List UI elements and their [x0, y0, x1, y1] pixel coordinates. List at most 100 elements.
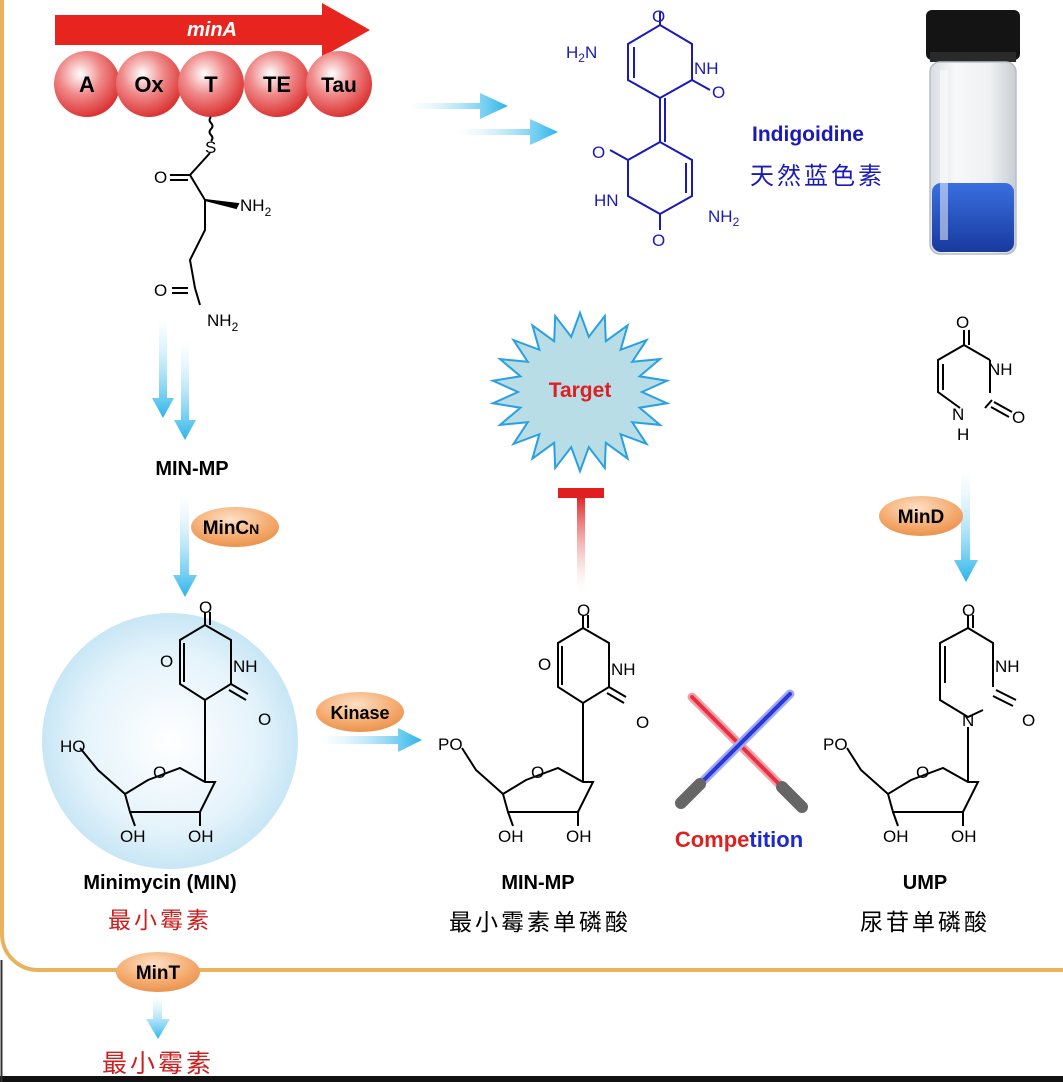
svg-text:NH2: NH2: [708, 207, 740, 229]
svg-text:NH: NH: [995, 657, 1020, 676]
svg-text:MinD: MinD: [898, 507, 944, 528]
svg-text:O: O: [592, 143, 605, 162]
svg-text:MinCN: MinCN: [203, 518, 260, 539]
svg-text:O: O: [258, 710, 271, 729]
svg-text:NH: NH: [694, 59, 719, 78]
svg-text:O: O: [153, 763, 166, 782]
minimycin-structure: [79, 612, 249, 827]
svg-text:O: O: [916, 763, 929, 782]
bottom-label-cn: 最小霉素: [102, 1049, 214, 1078]
uracil-atoms: O NH O N H: [952, 313, 1025, 444]
nh2-alpha: NH2: [240, 196, 272, 219]
gene-name: minA: [187, 19, 237, 41]
svg-text:NH: NH: [233, 657, 258, 676]
indigoidine-name: Indigoidine: [752, 123, 864, 146]
vial-image: [926, 10, 1020, 255]
svg-text:N: N: [952, 405, 964, 424]
minmp-top-label: MIN-MP: [155, 458, 228, 480]
svg-text:O: O: [160, 652, 173, 671]
svg-text:OH: OH: [566, 827, 592, 846]
glutamine-thioester: [170, 116, 240, 306]
svg-text:OH: OH: [951, 827, 977, 846]
svg-text:N: N: [962, 711, 974, 730]
svg-text:NH: NH: [611, 660, 636, 679]
target-label: Target: [549, 379, 612, 402]
mind-enzyme: MinD: [879, 496, 963, 536]
indigoidine-name-cn: 天然蓝色素: [750, 162, 885, 190]
svg-text:O: O: [956, 313, 969, 332]
domain-label-te: TE: [263, 72, 291, 97]
ump-label: UMP: [903, 872, 947, 894]
mint-enzyme: MinT: [116, 952, 200, 992]
minmp-label-cn: 最小霉素单磷酸: [449, 910, 631, 936]
competition-label: Competition: [675, 827, 803, 852]
arrow-to-min: [173, 495, 197, 597]
nh2-amide: NH2: [207, 311, 239, 334]
domain-label-a: A: [79, 72, 95, 97]
ump-atoms: O NH O N PO O OH OH: [823, 601, 1035, 846]
arrows-to-minmp: [152, 318, 196, 440]
svg-text:O: O: [636, 713, 649, 732]
minimycin-label: Minimycin (MIN): [83, 872, 236, 894]
s-atom: S: [205, 138, 216, 157]
svg-text:O: O: [712, 83, 725, 102]
svg-text:O: O: [1022, 711, 1035, 730]
svg-text:O: O: [652, 231, 665, 250]
svg-text:OH: OH: [120, 827, 146, 846]
minimycin-highlight: [42, 613, 298, 869]
nrps-domains: A Ox T TE Tau: [54, 51, 372, 117]
minmp-label: MIN-MP: [501, 872, 574, 894]
arrow-export: [146, 995, 170, 1039]
ump-label-cn: 尿苷单磷酸: [860, 910, 990, 936]
svg-text:H: H: [957, 425, 969, 444]
svg-text:OH: OH: [188, 827, 214, 846]
domain-te: [244, 51, 310, 117]
minimycin-atoms: O O NH O HO O OH OH: [60, 598, 271, 846]
svg-text:HN: HN: [594, 191, 619, 210]
svg-text:MinT: MinT: [136, 963, 181, 984]
target-starburst: [489, 309, 671, 475]
domain-t: [178, 51, 244, 117]
svg-text:H2N: H2N: [566, 43, 597, 65]
arrows-to-indigoidine: [408, 93, 558, 145]
svg-text:O: O: [577, 601, 590, 620]
minmp-atoms: O O NH O PO O OH OH: [438, 601, 649, 846]
svg-text:O: O: [538, 655, 551, 674]
svg-text:HO: HO: [60, 737, 86, 756]
svg-text:Kinase: Kinase: [330, 703, 389, 723]
arrow-to-minmp: [318, 728, 422, 752]
o-carbonyl: O: [154, 168, 167, 187]
domain-label-ox: Ox: [134, 72, 164, 97]
domain-label-tau: Tau: [321, 74, 357, 97]
svg-text:PO: PO: [438, 735, 463, 754]
minmp-structure: [461, 615, 627, 827]
indigoidine-structure: [609, 12, 711, 230]
gene-arrow: minA: [55, 3, 370, 57]
domain-ox: [116, 51, 182, 117]
domain-tau: [306, 51, 372, 117]
indigoidine-atoms: O NH O H2N O HN O NH2: [566, 7, 740, 250]
svg-text:NH: NH: [988, 360, 1013, 379]
svg-text:O: O: [1012, 408, 1025, 427]
bottom-bar: [0, 1076, 1063, 1082]
lightsabers-icon: [675, 689, 808, 813]
domain-a: [54, 51, 120, 117]
svg-text:PO: PO: [823, 735, 848, 754]
svg-text:OH: OH: [883, 827, 909, 846]
kinase-enzyme: Kinase: [316, 692, 404, 732]
svg-text:O: O: [199, 598, 212, 617]
glutamine-labels: S O NH2 O NH2: [154, 138, 272, 334]
ump-structure: [846, 615, 1017, 827]
domain-label-t: T: [204, 72, 218, 97]
svg-text:O: O: [652, 7, 665, 26]
svg-text:O: O: [962, 601, 975, 620]
frame: [0, 0, 1063, 972]
minimycin-label-cn: 最小霉素: [108, 908, 212, 934]
svg-text:OH: OH: [498, 827, 524, 846]
o-amide: O: [154, 281, 167, 300]
uracil-structure: [937, 330, 1013, 418]
inhibition-bar: [558, 488, 604, 591]
svg-text:O: O: [531, 763, 544, 782]
arrow-to-ump: [954, 470, 978, 582]
